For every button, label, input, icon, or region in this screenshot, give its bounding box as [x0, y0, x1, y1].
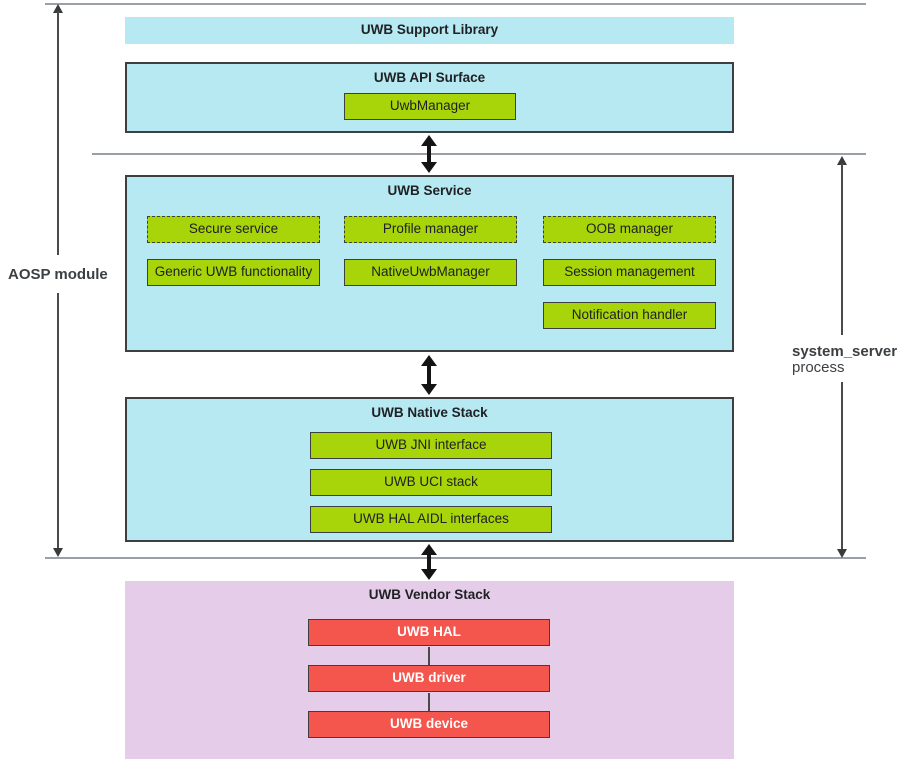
service-to-native-arrow-icon	[421, 355, 437, 395]
uwb-hal-aidl-interfaces-box: UWB HAL AIDL interfaces	[310, 506, 552, 533]
aosp-bracket-line-upper	[57, 11, 59, 255]
uwb-api-surface-title: UWB API Surface	[373, 70, 486, 85]
system-server-text: system_server	[792, 343, 898, 360]
system-server-bracket-arrowhead-down-icon	[837, 549, 847, 558]
notification-handler-box: Notification handler	[543, 302, 716, 329]
system-server-top-line	[92, 153, 866, 155]
aosp-module-text: AOSP module	[8, 266, 108, 283]
uwb-hal-box: UWB HAL	[308, 619, 550, 646]
profile-manager-box: Profile manager	[344, 216, 517, 243]
top-boundary-line	[45, 3, 866, 5]
uwb-service-box: UWB Service Secure service Profile manag…	[125, 175, 734, 352]
uwb-vendor-stack-title: UWB Vendor Stack	[368, 587, 491, 602]
uwbmanager-box: UwbManager	[344, 93, 516, 120]
secure-service-box: Secure service	[147, 216, 320, 243]
nativeuwbmanager-box: NativeUwbManager	[344, 259, 517, 286]
generic-uwb-functionality-box: Generic UWB functionality	[147, 259, 320, 286]
system-server-label: system_server process	[792, 344, 897, 376]
uwb-driver-box: UWB driver	[308, 665, 550, 692]
oob-manager-box: OOB manager	[543, 216, 716, 243]
system-server-bracket-arrowhead-up-icon	[837, 156, 847, 165]
uwb-api-surface-box: UWB API Surface UwbManager	[125, 62, 734, 133]
api-to-service-arrow-icon	[421, 135, 437, 173]
process-text: process	[792, 359, 845, 376]
aosp-module-label: AOSP module	[8, 267, 108, 283]
uwb-service-title: UWB Service	[387, 183, 472, 198]
system-server-bracket-line-lower	[841, 382, 843, 551]
uwb-support-library-title: UWB Support Library	[360, 22, 499, 37]
native-to-vendor-arrow-icon	[421, 544, 437, 580]
uwb-support-library-box: UWB Support Library	[125, 17, 734, 44]
uwb-jni-interface-box: UWB JNI interface	[310, 432, 552, 459]
aosp-bracket-arrowhead-up-icon	[53, 4, 63, 13]
uwb-native-stack-title: UWB Native Stack	[371, 405, 488, 420]
aosp-bracket-line-lower	[57, 293, 59, 550]
bottom-boundary-line	[45, 557, 866, 559]
session-management-box: Session management	[543, 259, 716, 286]
uwb-device-box: UWB device	[308, 711, 550, 738]
aosp-bracket-arrowhead-down-icon	[53, 548, 63, 557]
uwb-uci-stack-box: UWB UCI stack	[310, 469, 552, 496]
system-server-bracket-line-upper	[841, 163, 843, 335]
uwb-native-stack-box: UWB Native Stack UWB JNI interface UWB U…	[125, 397, 734, 542]
uwb-vendor-stack-box: UWB Vendor Stack UWB HAL UWB driver UWB …	[125, 581, 734, 759]
